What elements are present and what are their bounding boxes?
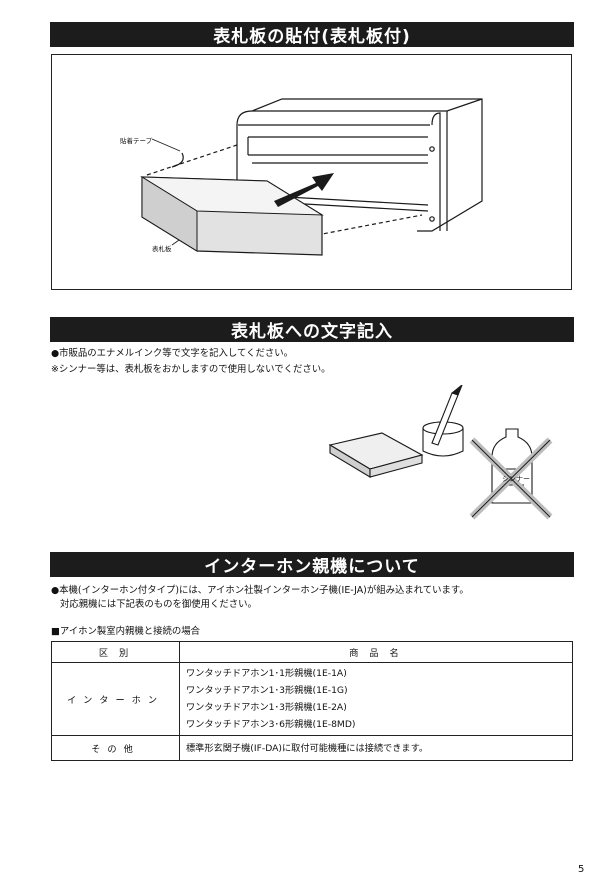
table-header-row: 区 別 商 品 名 [51, 641, 573, 663]
tape-label: 貼着テープ [120, 137, 153, 145]
writing-note-2: ※シンナー等は、表札板をおかしますので使用しないでください。 [51, 364, 331, 375]
writing-note-1: ●市販品のエナメルインク等で文字を記入してください。 [51, 348, 293, 359]
writing-illustration: シンナー [322, 383, 557, 529]
section-header-writing: 表札板への文字記入 [50, 317, 574, 342]
header-product-name: 商 品 名 [179, 641, 573, 663]
product-item: ワンタッチドアホン1･3形親機(1E-2A) [186, 702, 347, 713]
header-category: 区 別 [51, 641, 180, 663]
table-row: その他 標準形玄関子機(IF-DA)に取付可能機種には接続できます。 [51, 735, 573, 761]
page-number: 5 [578, 864, 585, 875]
intercom-note-2: 対応親機には下記表のものを御使用ください。 [60, 599, 257, 610]
product-item: ワンタッチドアホン1･1形親機(1E-1A) [186, 668, 347, 679]
product-item: 標準形玄関子機(IF-DA)に取付可能機種には接続できます。 [186, 742, 429, 754]
table-row: インターホン ワンタッチドアホン1･1形親機(1E-1A) ワンタッチドアホン1… [51, 662, 573, 736]
row-items: ワンタッチドアホン1･1形親機(1E-1A) ワンタッチドアホン1･3形親機(1… [179, 662, 573, 736]
section-header-label-attach: 表札板の貼付(表札板付) [50, 22, 574, 47]
product-item: ワンタッチドアホン3･6形親機(1E-8MD) [186, 719, 356, 730]
row-category: インターホン [51, 662, 180, 736]
plate-label: 表札板 [152, 245, 172, 253]
intercom-note-1: ●本機(インターホン付タイプ)には、アイホン社製インターホン子機(IE-JA)が… [51, 585, 469, 596]
row-items: 標準形玄関子機(IF-DA)に取付可能機種には接続できます。 [179, 735, 573, 761]
bottle-label: シンナー [502, 475, 530, 483]
product-item: ワンタッチドアホン1･3形親機(1E-1G) [186, 685, 348, 696]
row-category: その他 [51, 735, 180, 761]
mailbox-illustration [140, 98, 483, 256]
attach-diagram: 貼着テープ 表札板 [51, 54, 572, 290]
table-caption: ■アイホン製室内親機と接続の場合 [51, 626, 201, 637]
section-header-intercom: インターホン親機について [50, 552, 574, 577]
connection-table: 区 別 商 品 名 インターホン ワンタッチドアホン1･1形親機(1E-1A) … [51, 641, 573, 761]
